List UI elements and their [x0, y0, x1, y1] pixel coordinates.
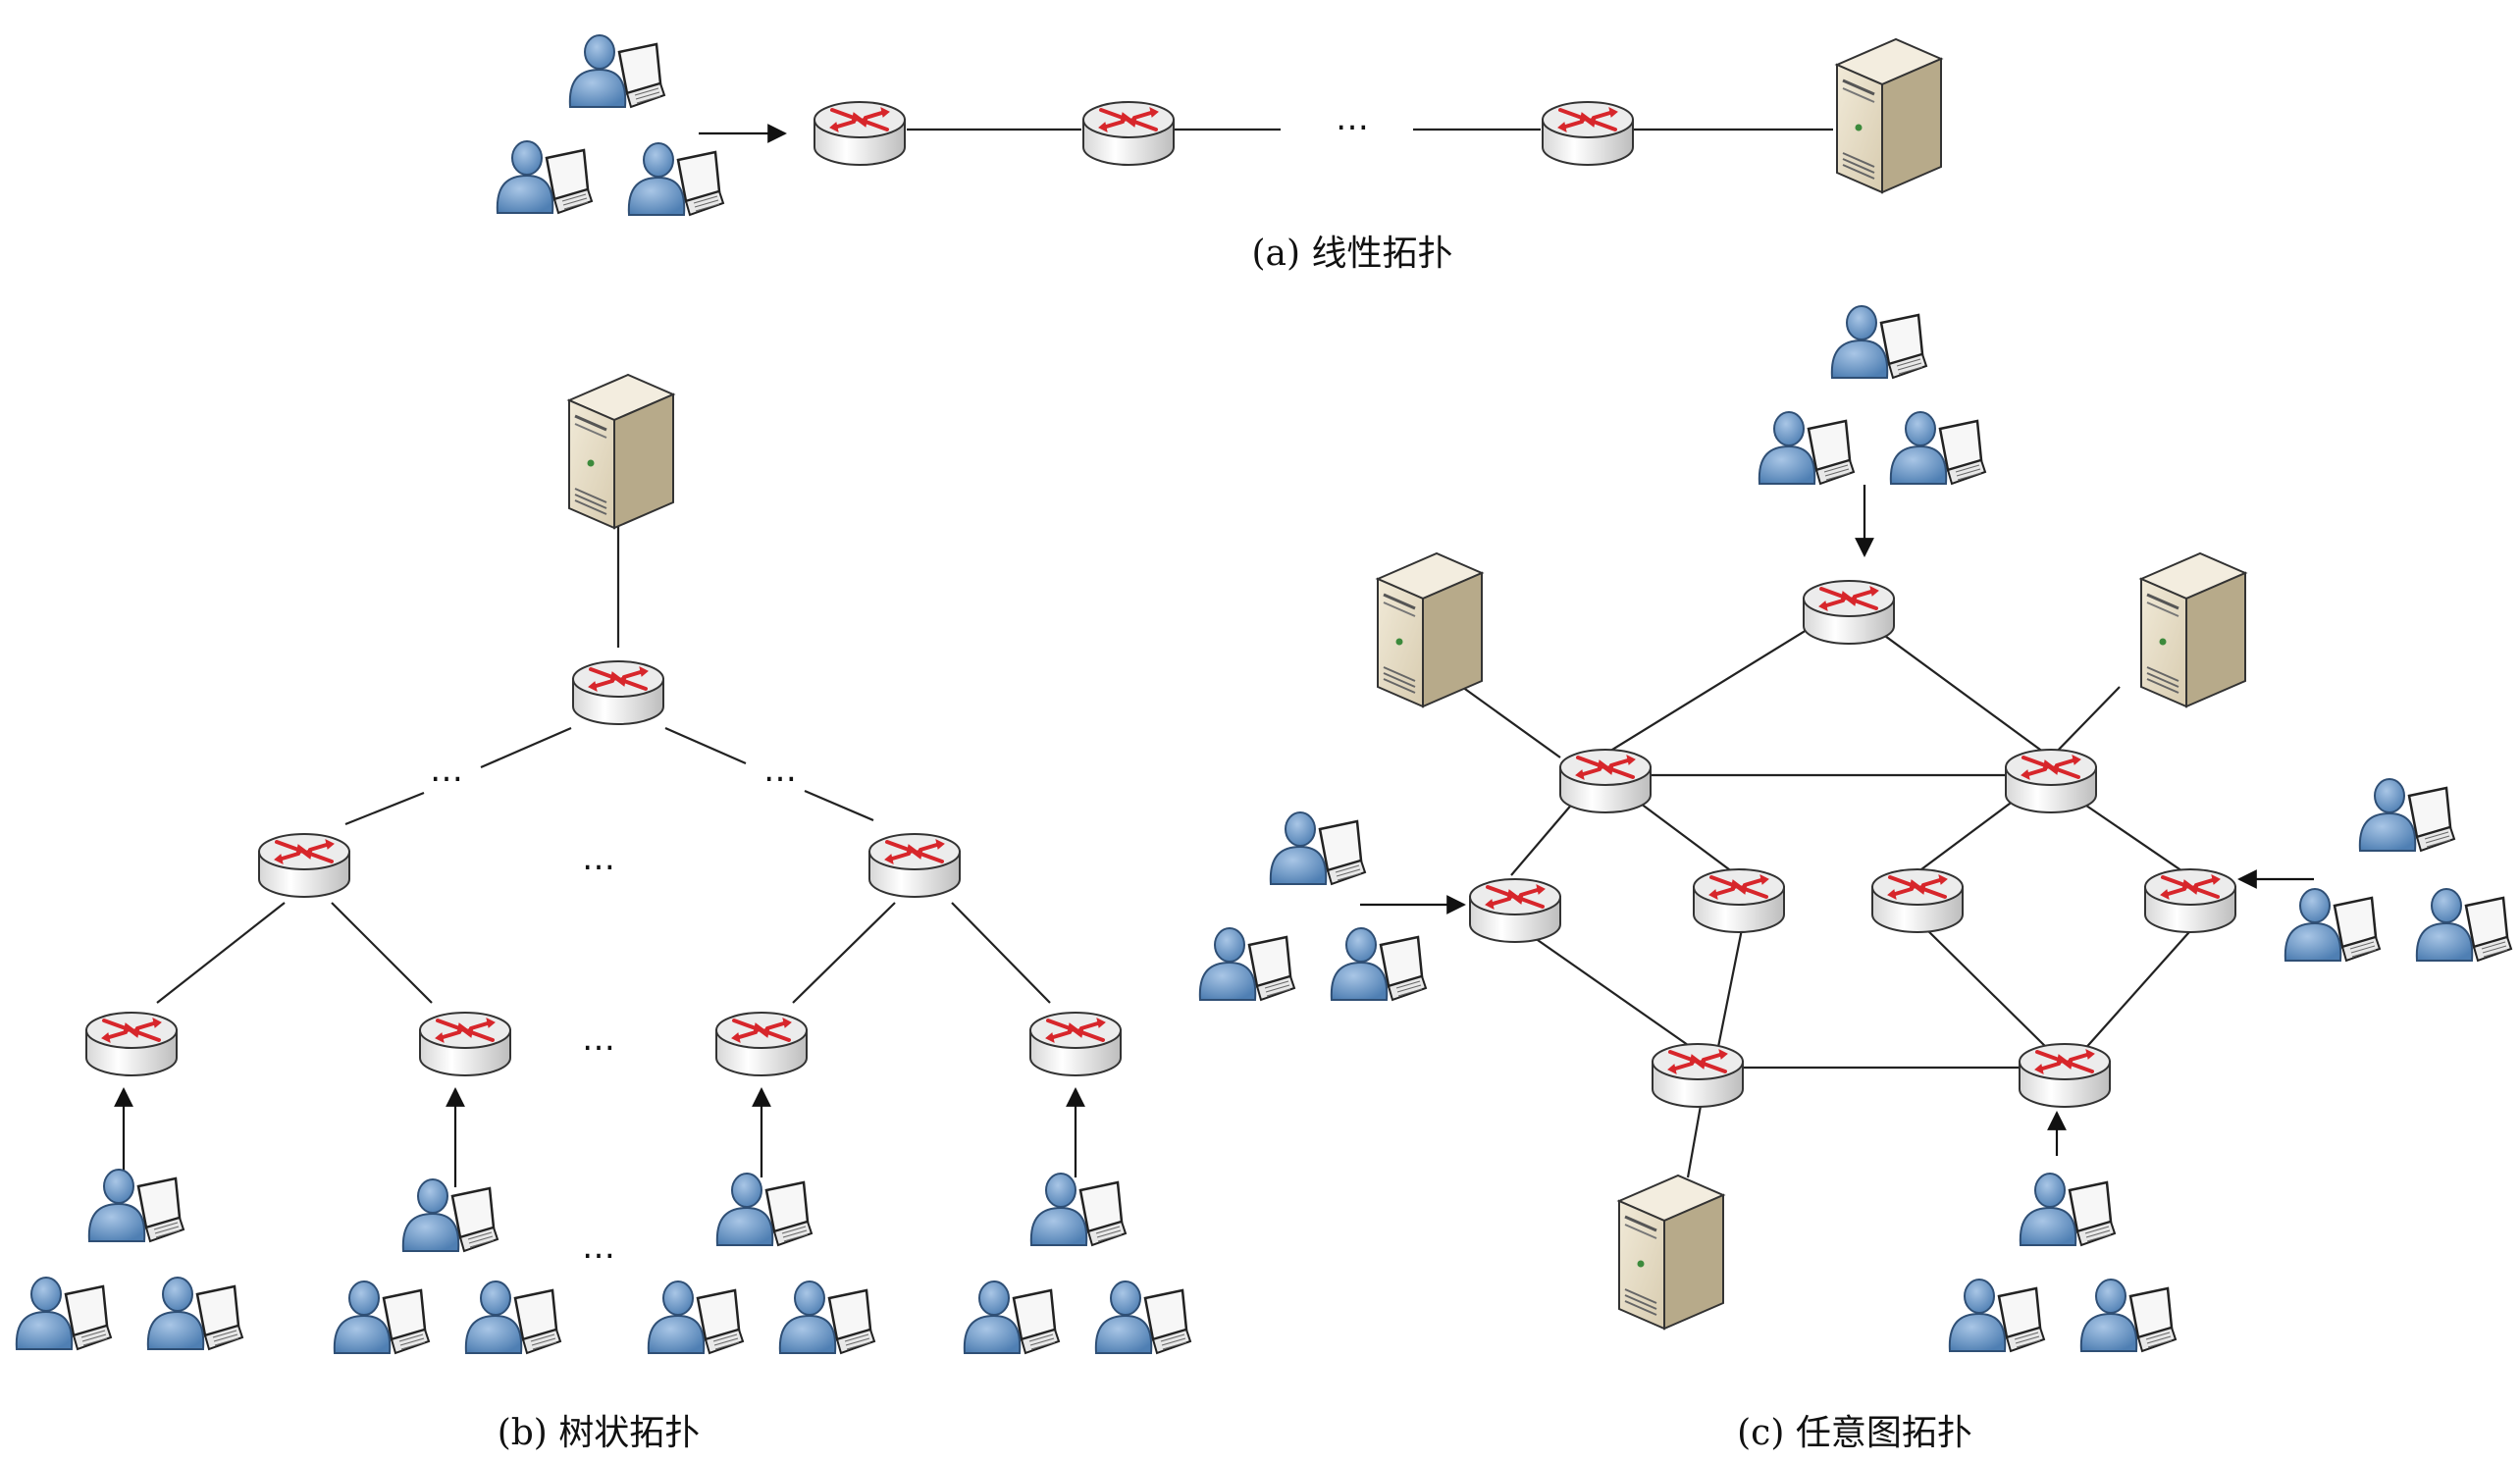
user-laptop-icon [1830, 304, 1928, 380]
link [1514, 923, 1699, 1053]
user-laptop-icon [715, 1172, 814, 1247]
link [1461, 686, 1561, 758]
link [480, 726, 572, 769]
user-laptop-icon [2079, 1278, 2178, 1353]
link [331, 902, 433, 1004]
user-laptop-icon [1330, 926, 1428, 1002]
server-icon [1835, 37, 1943, 194]
user-laptop-icon [963, 1280, 1061, 1355]
user-laptop-icon [1889, 410, 1987, 486]
router-icon [84, 1011, 179, 1077]
user-laptop-icon [146, 1276, 244, 1351]
router-icon [1081, 100, 1176, 167]
server-icon [1617, 1174, 1725, 1331]
caption-tree: (b) 树状拓扑 [498, 1413, 701, 1453]
router-icon [1541, 100, 1635, 167]
router-icon [1468, 877, 1562, 944]
router-icon [1802, 579, 1896, 646]
ellipsis-label: … [582, 839, 615, 878]
router-icon [867, 832, 962, 899]
user-laptop-icon [2415, 887, 2513, 963]
server-icon [1376, 551, 1484, 708]
user-laptop-icon [647, 1280, 745, 1355]
link [1920, 923, 2052, 1053]
ellipsis-label: … [582, 1228, 615, 1267]
link [2081, 923, 2197, 1053]
ellipsis-label: … [582, 1019, 615, 1059]
ellipsis-label: … [763, 751, 797, 790]
ellipsis-label: … [1336, 99, 1369, 138]
user-laptop-icon [496, 139, 594, 215]
router-icon [418, 1011, 512, 1077]
server-icon [2139, 551, 2247, 708]
router-icon [2143, 867, 2237, 934]
router-icon [1692, 867, 1786, 934]
router-icon [2004, 748, 2098, 814]
user-laptop-icon [1758, 410, 1856, 486]
user-laptop-icon [333, 1280, 431, 1355]
link [1628, 794, 1738, 876]
tree-topology: … … … … … (b) 树状拓扑 [15, 373, 1192, 1453]
link [664, 726, 747, 765]
user-laptop-icon [778, 1280, 876, 1355]
caption-graph: (c) 任意图拓扑 [1737, 1413, 1972, 1453]
graph-topology: (c) 任意图拓扑 [1198, 304, 2513, 1453]
link [951, 902, 1051, 1004]
user-laptop-icon [2284, 887, 2382, 963]
user-laptop-icon [1094, 1280, 1192, 1355]
server-icon [567, 373, 675, 530]
link [2050, 686, 2121, 758]
router-icon [1558, 748, 1653, 814]
router-icon [1870, 867, 1965, 934]
user-laptop-icon [2019, 1172, 2117, 1247]
user-laptop-icon [15, 1276, 113, 1351]
router-icon [813, 100, 907, 167]
linear-topology: … (a) 线性拓扑 [496, 33, 1943, 274]
user-laptop-icon [1198, 926, 1296, 1002]
link [792, 902, 896, 1004]
user-laptop-icon [627, 141, 725, 217]
ellipsis-label: … [430, 751, 463, 790]
link [1913, 794, 2022, 876]
link [1599, 605, 1846, 758]
tree-links [156, 520, 1051, 1004]
router-icon [1651, 1042, 1745, 1109]
router-icon [2018, 1042, 2112, 1109]
link [2070, 794, 2189, 876]
user-laptop-icon [568, 33, 666, 109]
user-laptop-icon [87, 1168, 185, 1243]
user-laptop-icon [1269, 810, 1367, 886]
link [804, 789, 874, 822]
user-laptop-icon [401, 1177, 499, 1253]
link [1510, 794, 1581, 876]
link [156, 902, 286, 1004]
router-icon [1028, 1011, 1123, 1077]
router-icon [714, 1011, 809, 1077]
router-icon [571, 659, 665, 726]
link [1715, 923, 1745, 1053]
user-laptop-icon [1948, 1278, 2046, 1353]
user-laptop-icon [1029, 1172, 1128, 1247]
link [344, 791, 425, 826]
caption-linear: (a) 线性拓扑 [1252, 234, 1453, 274]
router-icon [257, 832, 351, 899]
user-laptop-icon [2358, 777, 2456, 853]
user-laptop-icon [464, 1280, 562, 1355]
